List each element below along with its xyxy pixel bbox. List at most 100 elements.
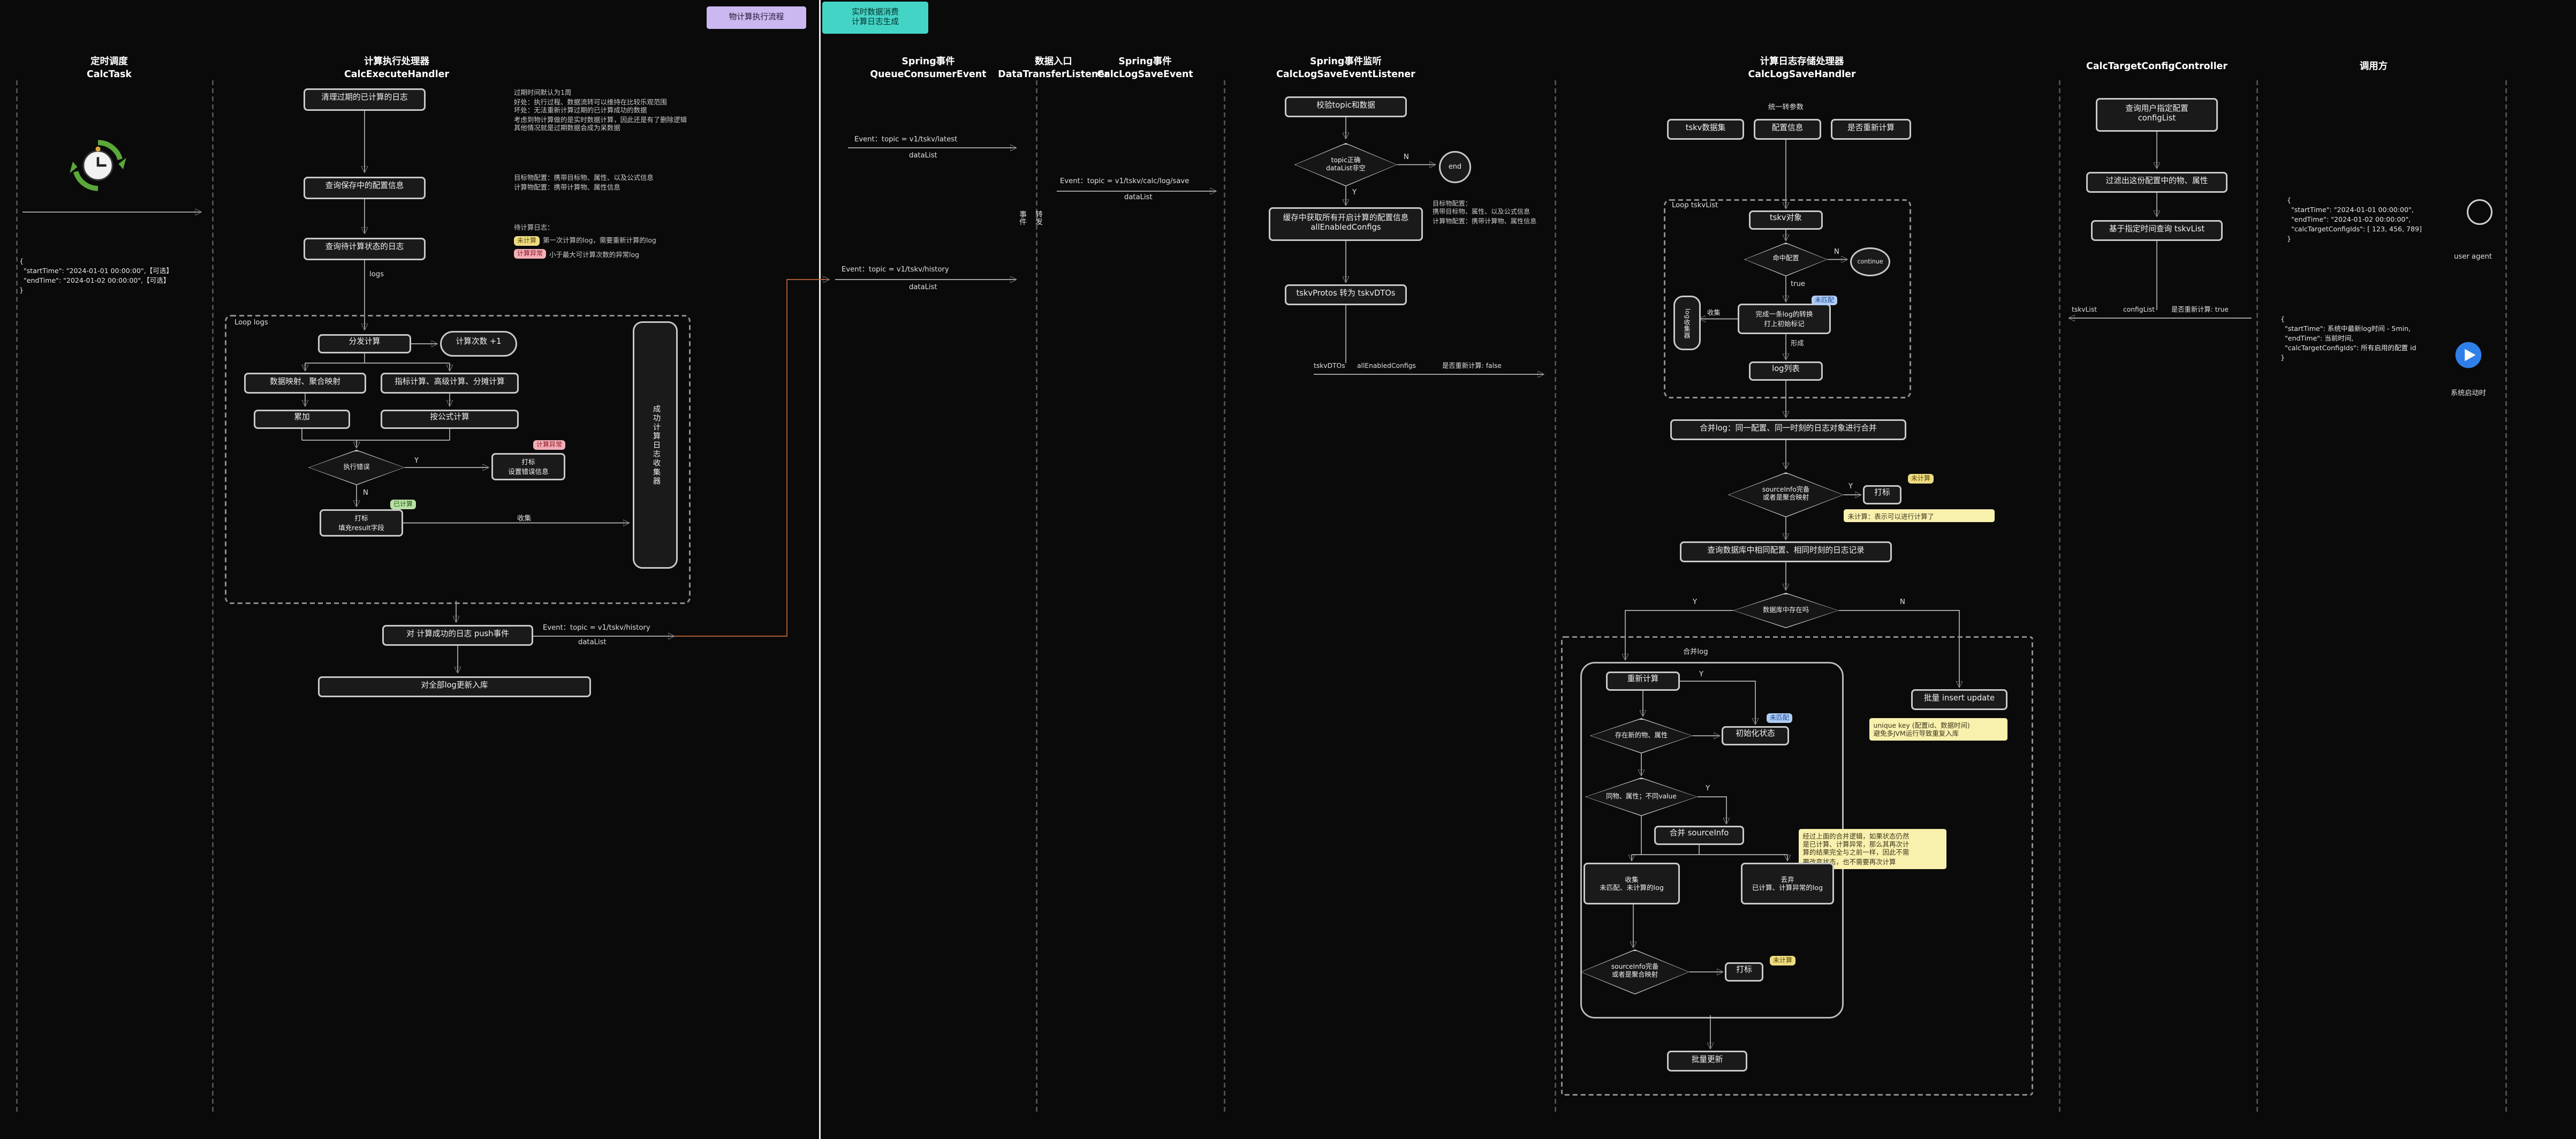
node-formula-calc: 按公式计算 xyxy=(381,410,519,429)
node-metric-calc: 指标计算、高级计算、分摊计算 xyxy=(381,373,519,394)
decision-exec-error: 执行错误 xyxy=(308,450,405,485)
lane-divider xyxy=(212,80,214,1112)
node-proto-to-dto: tskvProtos 转为 tskvDTOs xyxy=(1285,284,1407,305)
edge-label-event-history: Event：topic = v1/tskv/history xyxy=(842,267,949,275)
node-clean-expired-logs: 清理过期的已计算的日志 xyxy=(304,88,426,111)
decision-label: 同物、属性；不同value xyxy=(1606,791,1677,799)
node-init-state: 初始化状态 xyxy=(1722,726,1789,745)
lane-header-exec: 计算执行处理器 CalcExecuteHandler xyxy=(268,58,525,82)
node-mark-done: 打标 填充result字段 xyxy=(320,509,403,537)
node-param-recalc-flag: 是否重新计算 xyxy=(1831,119,1911,140)
msg-label-recalc-true: 是否重新计算: true xyxy=(2171,305,2229,313)
lane-header-controller: CalcTargetConfigController xyxy=(2028,63,2285,75)
label-event-forward-2: 转发 xyxy=(1034,210,1042,225)
caller-request-json: { "startTime": "2024-01-01 00:00:00", "e… xyxy=(2287,196,2422,242)
status-tag-calculated: 已计算 xyxy=(390,500,416,510)
lane-subtitle: CalcTask xyxy=(86,70,132,80)
lane-subtitle: CalcLogSaveHandler xyxy=(1748,70,1856,80)
lane-title: 定时调度 xyxy=(90,58,128,67)
legend-realtime-flow: 实时数据消费 计算日志生成 xyxy=(822,2,928,34)
edge-label-true: true xyxy=(1791,281,1806,289)
node-log-collector: log收集器 xyxy=(1673,296,1701,350)
lane-title: Spring事件 xyxy=(901,58,955,67)
decision-topic-valid: topic正确 dataList非空 xyxy=(1294,143,1397,186)
node-data-mapping: 数据映射、聚合映射 xyxy=(244,373,366,394)
lane-title: Spring事件 xyxy=(1118,58,1172,67)
edge-label-push-event: Event：topic = v1/tskv/history xyxy=(543,625,650,633)
status-tag-uncalculated: 未计算 xyxy=(514,235,540,246)
node-collect-uncalculated: 收集 未匹配、未计算的log xyxy=(1584,863,1680,904)
edge-label-yes: Y xyxy=(1706,786,1710,794)
lane-divider xyxy=(16,80,18,1112)
status-tag-unmatched: 未匹配 xyxy=(1767,713,1792,724)
node-get-enabled-configs: 缓存中获取所有开启计算的配置信息 allEnabledConfigs xyxy=(1269,207,1423,241)
node-batch-insert-update: 批量 insert update xyxy=(1911,689,2007,710)
msg-label-tskvdtos: tskvDTOs xyxy=(1314,361,1345,369)
lane-title: 数据入口 xyxy=(1035,58,1072,67)
decision-label: 执行错误 xyxy=(343,462,370,470)
status-tag-uncalculated: 未计算 xyxy=(1908,474,1934,485)
edge-label-no: N xyxy=(363,490,368,498)
node-tskv-object: tskv对象 xyxy=(1749,210,1823,230)
edge-label-yes: Y xyxy=(1699,672,1704,680)
calctask-request-json: { "startTime": "2024-01-01 00:00:00",【可选… xyxy=(19,257,173,293)
edge-label-yes: Y xyxy=(1693,599,1698,607)
lane-divider xyxy=(2059,80,2060,1112)
lane-header-queue: Spring事件 QueueConsumerEvent xyxy=(861,58,996,82)
lane-subtitle: QueueConsumerEvent xyxy=(870,70,987,80)
node-continue: continue xyxy=(1850,246,1890,276)
node-query-config: 查询保存中的配置信息 xyxy=(304,177,426,199)
comment-pending-line2: 小于最大可计算次数的异常log xyxy=(549,250,639,258)
node-query-pending-logs: 查询待计算状态的日志 xyxy=(304,238,426,260)
lane-title: Spring事件监听 xyxy=(1310,58,1382,67)
msg-label-configlist: configList xyxy=(2123,305,2155,313)
decision-label: 存在新的物、属性 xyxy=(1615,730,1668,738)
merge-section-container xyxy=(1561,636,2033,1096)
lane-divider xyxy=(1036,80,1037,1112)
loop-tskvlist-container xyxy=(1664,199,1911,398)
edge-label-no: N xyxy=(1834,249,1839,257)
lane-divider xyxy=(1224,80,1225,1112)
msg-label-tskvlist: tskvList xyxy=(2072,305,2097,313)
lane-header-entry: 数据入口 DataTransferListener xyxy=(986,58,1121,82)
comment-config: 目标物配置：携带目标物、属性、以及公式信息 计算物配置：携带计算物、属性信息 xyxy=(514,174,654,191)
node-discard-calculated: 丢弃 已计算、计算异常的log xyxy=(1741,863,1834,904)
edge-label-yes: Y xyxy=(414,458,419,466)
decision-label: 命中配置 xyxy=(1772,254,1799,262)
lane-subtitle: DataTransferListener xyxy=(998,70,1109,80)
status-tag-uncalculated: 未计算 xyxy=(1770,956,1795,967)
lane-subtitle: CalcLogSaveEvent xyxy=(1097,70,1193,80)
lane-header-caller: 调用方 xyxy=(2245,63,2502,75)
decision-exists-in-db: 数据库中存在吗 xyxy=(1733,593,1839,628)
loop-logs-container xyxy=(225,315,691,604)
user-agent-icon xyxy=(2467,199,2492,225)
edge-label-form: 形成 xyxy=(1791,339,1804,347)
status-tag-unmatched: 未匹配 xyxy=(1812,296,1837,306)
lane-subtitle: CalcLogSaveEventListener xyxy=(1276,70,1415,80)
lane-header-calctask: 定时调度 CalcTask xyxy=(0,58,238,82)
node-push-success-event: 对 计算成功的日志 push事件 xyxy=(382,625,533,646)
edge-label-history-datalist: dataList xyxy=(909,284,937,292)
node-recalculate: 重新计算 xyxy=(1606,672,1680,691)
comment-pending-line1: 第一次计算的log，需要重新计算的log xyxy=(543,236,656,244)
node-calc-count: 计算次数 +1 xyxy=(440,331,517,357)
system-boot-label: 系统启动时 xyxy=(2451,390,2486,398)
note-uncalculated-meaning: 未计算：表示可以进行计算了 xyxy=(1844,509,1995,523)
comment-clean-expired: 过期时间默认为1周 好处：执行过程、数据流转可以维持在比较乐观范围 坏处：无法重… xyxy=(514,88,687,133)
decision-label: sourceInfo完备 或者是聚合映射 xyxy=(1762,485,1810,501)
edge-label-no: N xyxy=(1404,154,1409,162)
edge-label-no: N xyxy=(1900,599,1905,607)
msg-label-allenabledconfigs: allEnabledConfigs xyxy=(1357,361,1416,369)
edge-label-latest-datalist: dataList xyxy=(909,153,937,161)
decision-sourceinfo-complete: sourceInfo完备 或者是聚合映射 xyxy=(1728,472,1844,517)
note-unique-key: unique key (配置id、数据时间) 避免多JVM运行导致重复入库 xyxy=(1869,718,2007,741)
edge-label-collect: 收集 xyxy=(1707,308,1721,316)
node-mark: 打标 xyxy=(1863,485,1901,504)
node-query-user-config: 查询用户指定配置 configList xyxy=(2096,98,2218,132)
node-merge-logs: 合并log：同一配置、同一时刻的日志对象进行合并 xyxy=(1670,419,1906,440)
msg-label-recalc-false: 是否重新计算: false xyxy=(1442,361,1502,369)
node-mark-error: 打标 设置错误信息 xyxy=(491,453,565,480)
node-validate-topic: 校验topic和数据 xyxy=(1285,96,1407,117)
node-convert-log: 完成一条log的转换 打上初始标记 xyxy=(1738,304,1831,334)
edge-label-yes: Y xyxy=(1848,484,1853,492)
